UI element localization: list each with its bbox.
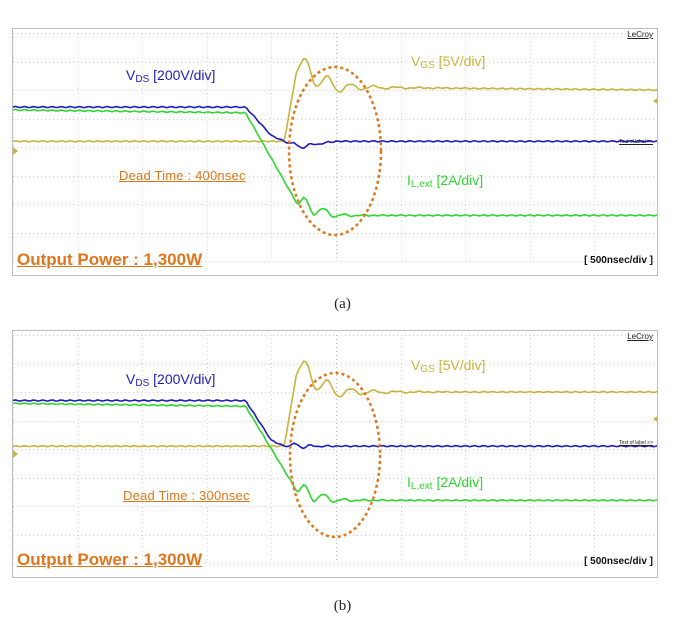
vgs-label-main: V	[411, 53, 421, 69]
vgs-trace-a	[13, 57, 657, 143]
trigger-label: Text of label >>	[619, 440, 653, 446]
lecroy-logo: LeCroy	[627, 332, 653, 341]
vgs-label-sub: GS	[420, 60, 435, 71]
vds-trace-b	[13, 399, 657, 450]
ilext-label-sub: L,ext	[410, 481, 433, 492]
vgs-label-sub: GS	[420, 364, 435, 375]
lecroy-logo: LeCroy	[627, 30, 653, 39]
scope-plot-b	[13, 335, 657, 564]
dead-time-label-a: Dead Time : 400nsec	[119, 168, 246, 183]
ilext-label-scale: [2A/div]	[432, 474, 484, 490]
trigger-label: Text of label >>	[619, 139, 653, 145]
vds-trace-a	[13, 105, 657, 150]
vgs-label-main: V	[411, 357, 421, 373]
vds-label-main: V	[126, 67, 136, 83]
ilext-label-main: I	[407, 172, 411, 188]
vds-label-b: VDS [200V/div]	[126, 371, 215, 389]
caption-b: (b)	[333, 598, 352, 614]
output-power-label-b: Output Power : 1,300W	[17, 550, 203, 569]
ground-marker-b	[13, 450, 18, 458]
vgs-label-a: VGS [5V/div]	[411, 53, 485, 71]
vgs-label-b: VGS [5V/div]	[411, 357, 485, 375]
vds-label-sub: DS	[135, 378, 150, 389]
vds-label-sub: DS	[135, 74, 150, 85]
scope-panel-a: LeCroy Text of label >> VDS [200V/div] V…	[12, 28, 658, 276]
time-scale-label-b: [ 500nsec/div ]	[584, 556, 653, 567]
ilext-trace-b	[13, 402, 657, 504]
vgs-label-scale: [5V/div]	[434, 357, 486, 373]
vds-label-scale: [200V/div]	[149, 67, 216, 83]
scope-plot-a	[13, 33, 657, 262]
ilext-trace-a	[13, 108, 657, 219]
scope-panel-b: LeCroy Text of label >> VDS [200V/div] V…	[12, 330, 658, 578]
ilext-label-sub: L,ext	[410, 179, 433, 190]
vds-label-main: V	[126, 371, 136, 387]
vgs-label-scale: [5V/div]	[434, 53, 486, 69]
vgs-trace-b	[13, 360, 657, 448]
ilext-label-main: I	[407, 474, 411, 490]
dead-time-ellipse-a	[287, 65, 383, 237]
dead-time-label-b: Dead Time : 300nsec	[123, 488, 250, 503]
ilext-label-scale: [2A/div]	[432, 172, 484, 188]
trigger-marker-b	[653, 416, 657, 422]
ilext-label-a: IL,ext [2A/div]	[407, 172, 483, 190]
ground-marker-a	[13, 147, 18, 155]
caption-a: (a)	[334, 296, 351, 312]
vds-label-scale: [200V/div]	[149, 371, 216, 387]
grid-b	[13, 335, 657, 564]
time-scale-label-a: [ 500nsec/div ]	[584, 255, 653, 266]
output-power-label-a: Output Power : 1,300W	[17, 250, 203, 269]
vds-label-a: VDS [200V/div]	[126, 67, 215, 85]
ilext-label-b: IL,ext [2A/div]	[407, 474, 483, 492]
dead-time-ellipse-b	[288, 371, 382, 539]
trigger-marker-a	[653, 98, 657, 104]
